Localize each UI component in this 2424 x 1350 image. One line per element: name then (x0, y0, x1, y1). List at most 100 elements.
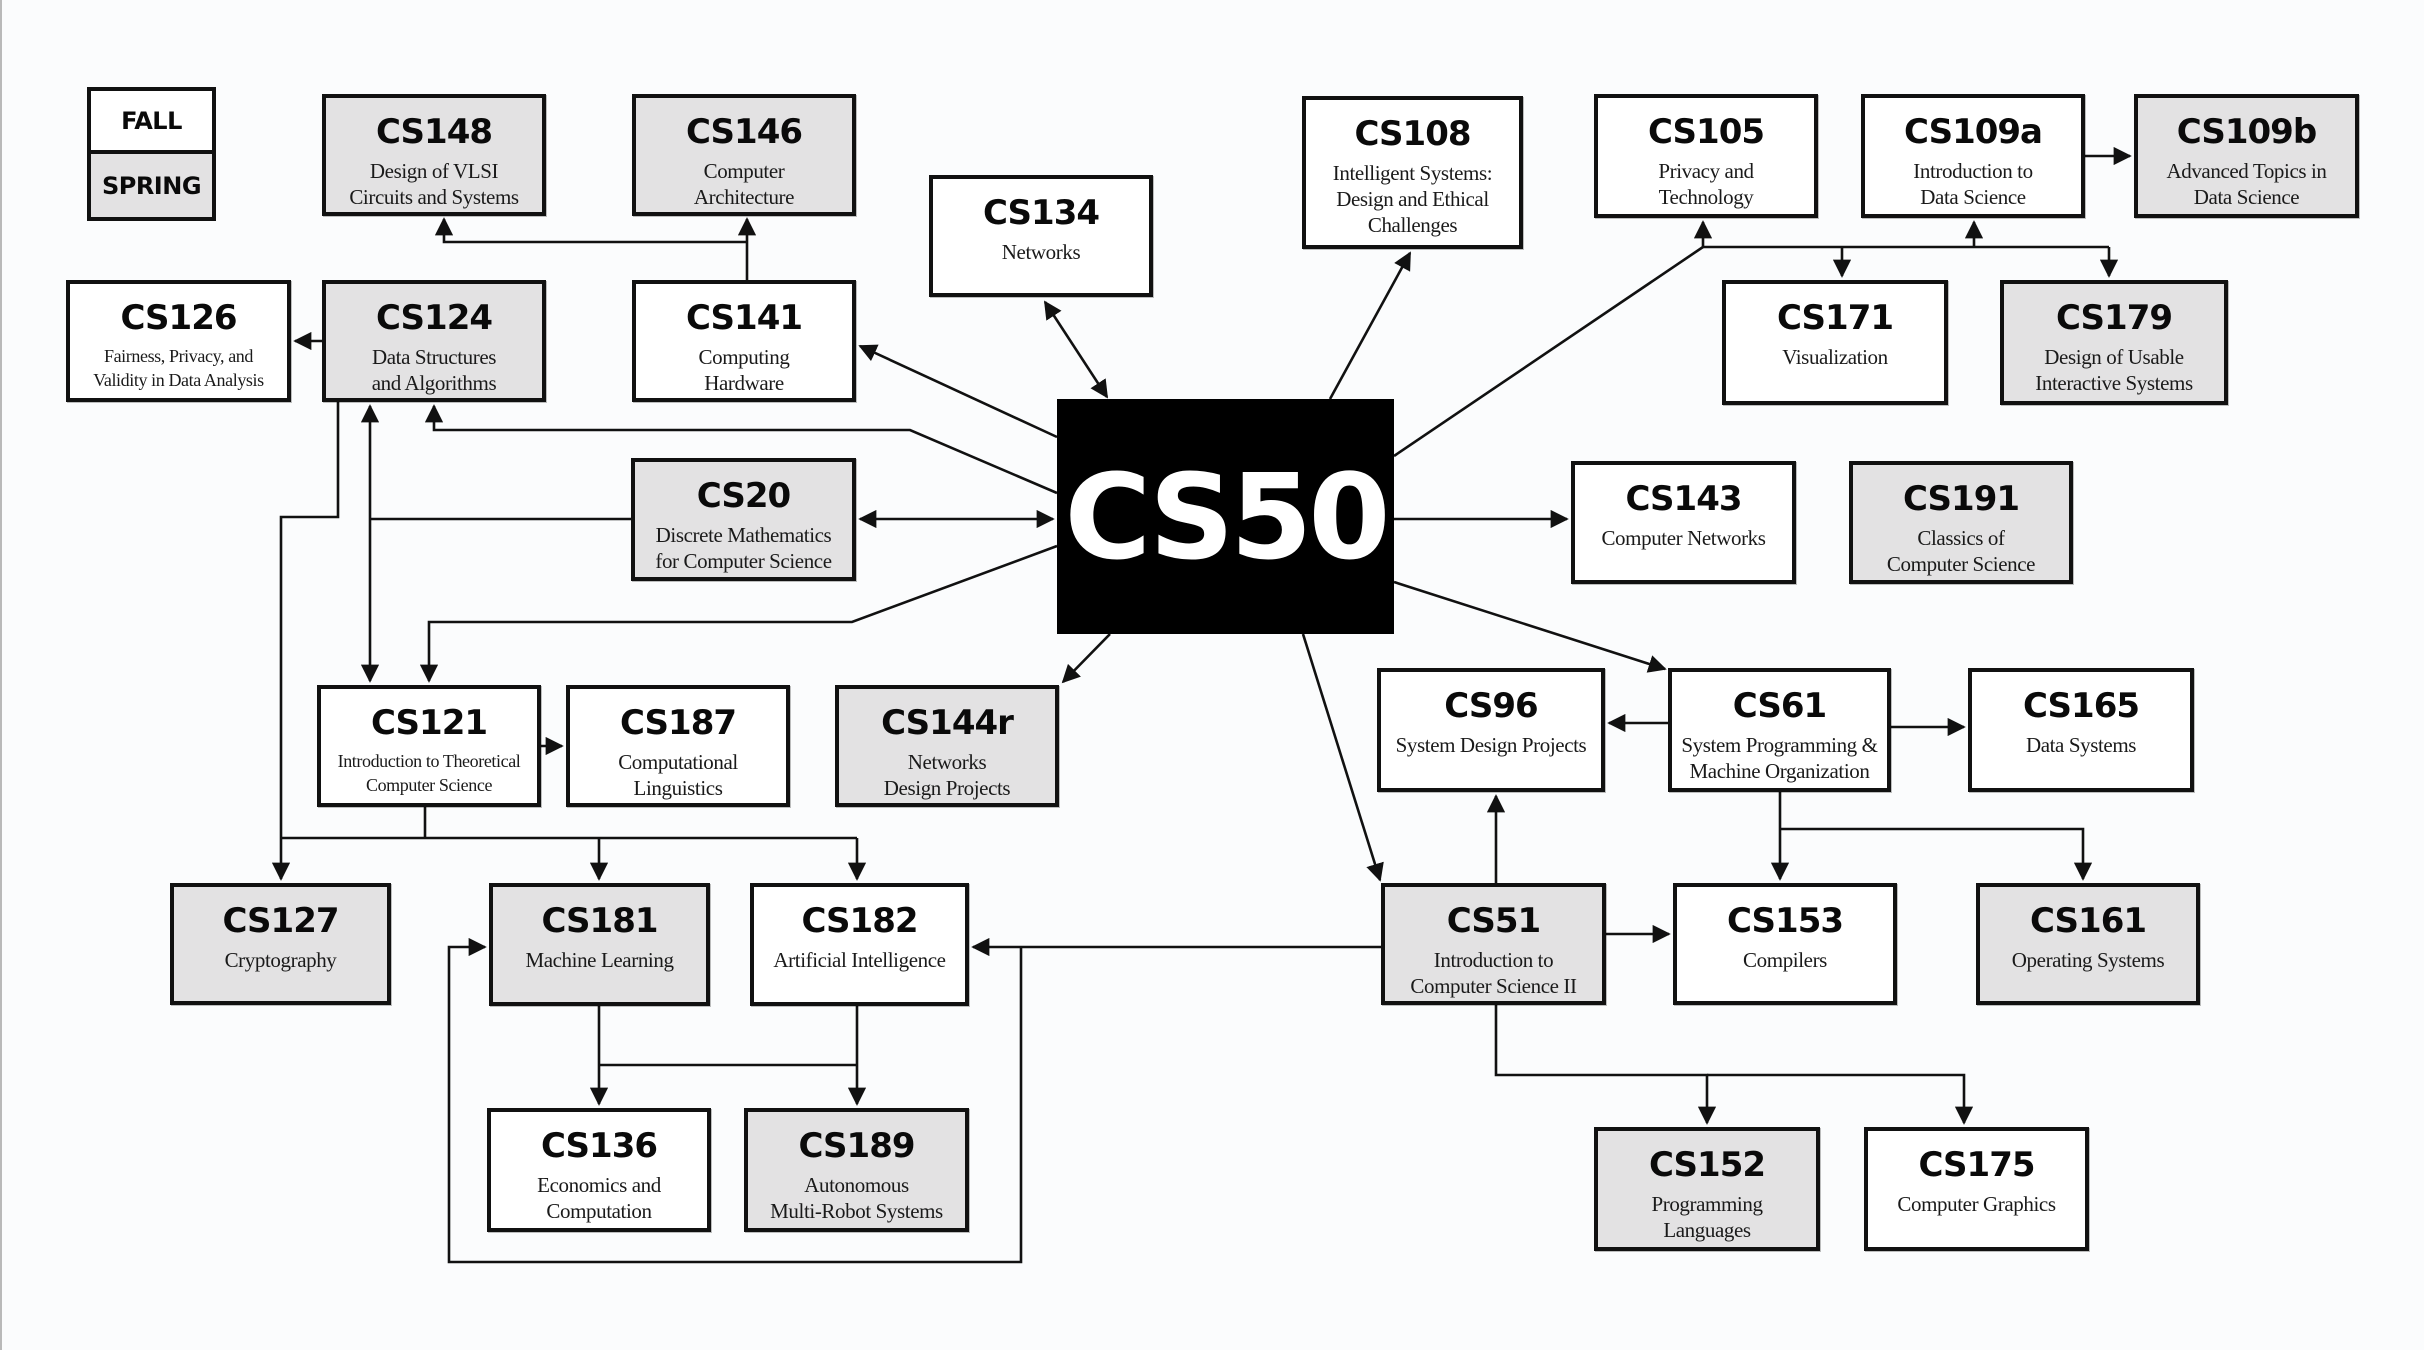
course-code: CS181 (541, 901, 658, 941)
course-title: Networks (1001, 240, 1081, 264)
edge-cs61-cs161 (1780, 827, 2093, 881)
course-code: CS108 (1354, 114, 1471, 154)
course-code: CS61 (1732, 686, 1827, 726)
course-code: CS109a (1904, 112, 2043, 152)
course-code: CS124 (375, 298, 493, 338)
course-cs175[interactable]: CS175 Computer Graphics (1864, 1127, 2089, 1251)
edge-cs50-cs108 (1328, 251, 1412, 400)
course-code: CS105 (1647, 112, 1765, 152)
course-code: CS121 (370, 703, 488, 743)
course-cs153[interactable]: CS153 Compilers (1673, 883, 1897, 1005)
course-code: CS171 (1776, 298, 1894, 338)
course-code: CS165 (2022, 686, 2140, 726)
course-code: CS148 (375, 112, 493, 152)
course-code: CS144r (881, 703, 1014, 743)
course-code: CS20 (696, 476, 791, 516)
course-code: CS134 (982, 193, 1100, 233)
course-code: CS136 (540, 1126, 658, 1166)
course-cs161[interactable]: CS161 Operating Systems (1976, 883, 2200, 1005)
edge-cs50-cs141 (858, 344, 1058, 439)
edge-cs50-cs144r (1061, 633, 1111, 684)
legend-fall: FALL (91, 91, 212, 154)
edge-cs50-cs61 (1393, 580, 1667, 673)
edge-cs50-cs51 (1301, 633, 1384, 882)
course-code: CS152 (1648, 1145, 1766, 1185)
course-cs134[interactable]: CS134 Networks (929, 175, 1153, 297)
course-cs165[interactable]: CS165 Data Systems (1968, 668, 2194, 792)
edge-cs141-cs148 (434, 217, 747, 244)
course-title: Cryptography (224, 948, 337, 972)
course-code: CS179 (2055, 298, 2173, 338)
legend-spring: SPRING (91, 154, 212, 217)
course-code: CS161 (2029, 901, 2147, 941)
course-cs50-center[interactable]: CS50 (1057, 399, 1394, 634)
course-title: Computer Networks (1601, 526, 1766, 550)
course-code: CS50 (1064, 447, 1391, 586)
course-title: Operating Systems (2011, 948, 2165, 972)
course-title: System Programming &Machine Organization (1681, 733, 1878, 783)
course-code: CS182 (801, 901, 918, 941)
course-cs61[interactable]: CS61 System Programming &Machine Organiz… (1668, 668, 1891, 792)
course-code: CS153 (1726, 901, 1844, 941)
course-code: CS189 (798, 1126, 915, 1166)
edge-cs124-cs127 (271, 402, 340, 881)
course-code: CS127 (222, 901, 339, 941)
course-cs143[interactable]: CS143 Computer Networks (1571, 461, 1796, 584)
term-legend: FALL SPRING (87, 87, 216, 221)
course-cs181[interactable]: CS181 Machine Learning (489, 883, 710, 1006)
course-title: System Design Projects (1395, 733, 1587, 757)
course-code: CS109b (2176, 112, 2317, 152)
course-code: CS191 (1902, 479, 2020, 519)
course-cs96[interactable]: CS96 System Design Projects (1377, 668, 1605, 792)
course-title: Compilers (1743, 948, 1827, 972)
course-code: CS126 (120, 298, 237, 338)
course-cs127[interactable]: CS127 Cryptography (170, 883, 391, 1005)
edge-cs50-cs121 (419, 544, 1058, 683)
edge-cs51-cs152 (1494, 1005, 1717, 1125)
edge-cs51-cs181-loop (447, 937, 1023, 1264)
course-title: Machine Learning (525, 948, 674, 972)
course-code: CS96 (1444, 686, 1538, 726)
course-code: CS143 (1625, 479, 1742, 519)
course-cs182[interactable]: CS182 Artificial Intelligence (750, 883, 969, 1006)
course-code: CS141 (685, 298, 803, 338)
course-cs171[interactable]: CS171 Visualization (1722, 280, 1948, 405)
edge-cs50-cs124 (424, 404, 1058, 495)
course-code: CS175 (1918, 1145, 2035, 1185)
course-title: Data Systems (2025, 733, 2137, 757)
course-cs108[interactable]: CS108 Intelligent Systems:Design and Eth… (1302, 96, 1523, 249)
